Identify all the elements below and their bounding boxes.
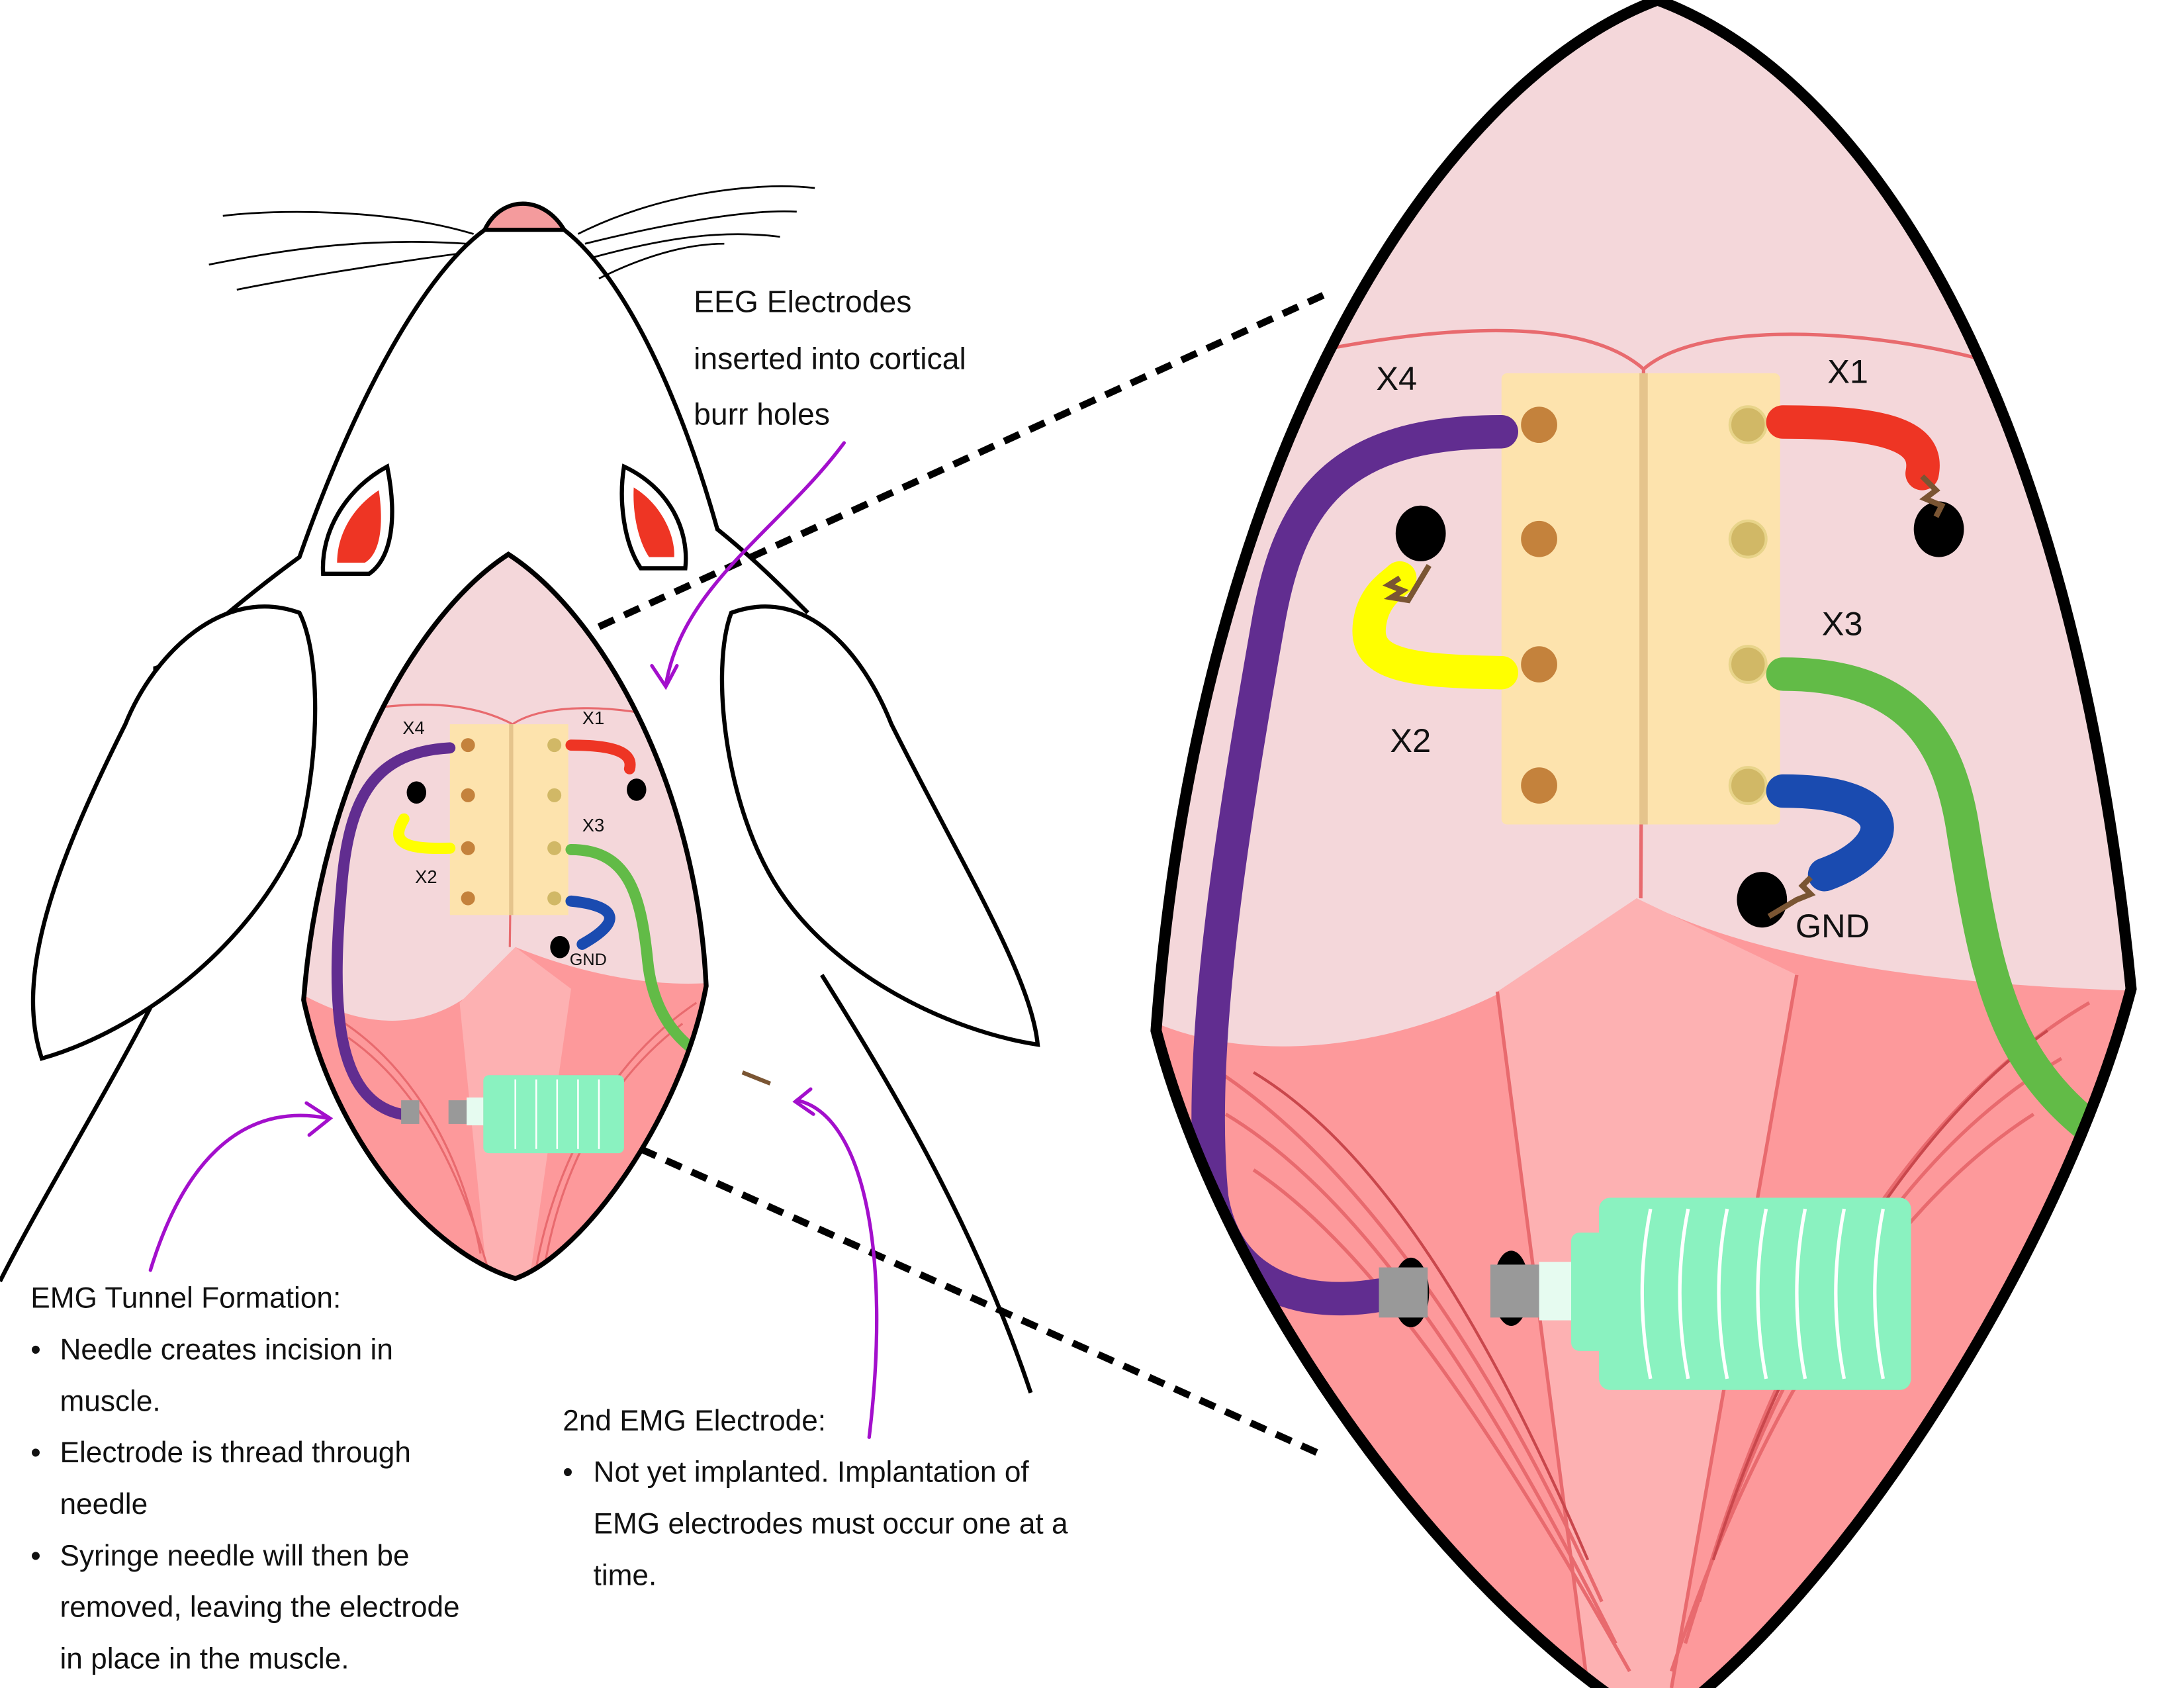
x2-wire [1352, 561, 1519, 690]
bullet-text: EMG electrodes must occur one at a [594, 1507, 1068, 1540]
eeg-arrow [664, 441, 846, 687]
gnd-wire [1766, 774, 1894, 892]
small-skull-view [303, 554, 707, 1279]
x2-wire-small [393, 813, 456, 854]
small-label-x1: X1 [582, 708, 604, 728]
mouse-ears [30, 604, 1040, 1061]
x3-electrode-tip [741, 1070, 772, 1086]
label-x2: X2 [1390, 722, 1431, 759]
bullet-text: Needle creates incision in [60, 1333, 392, 1366]
whiskers [208, 185, 815, 291]
second-emg-arrow [795, 1098, 879, 1439]
small-label-gnd: GND [570, 951, 607, 969]
eeg-annotation-line: EEG Electrodes [694, 284, 911, 318]
second-emg-title: 2nd EMG Electrode: [563, 1405, 826, 1437]
x4-electrode-tip [1379, 1267, 1428, 1318]
x3-wire [1766, 657, 2132, 1201]
emg-tunnel-annotation: EMG Tunnel Formation: • Needle creates i… [30, 1282, 459, 1675]
label-x4: X4 [1376, 359, 1417, 397]
small-label-x2: X2 [415, 867, 437, 887]
eeg-annotation-line: inserted into cortical [694, 342, 966, 376]
zoomed-skull-outline [1150, 0, 2137, 1688]
label-x3: X3 [1822, 604, 1863, 642]
bullet: • [563, 1456, 572, 1489]
second-emg-arrowhead-icon [792, 1087, 815, 1116]
small-label-x4: X4 [402, 718, 424, 738]
x1-wire [1766, 405, 1940, 491]
bullet: • [30, 1540, 40, 1572]
emg-tunnel-arrow [148, 1113, 331, 1272]
zoomed-skull-view [1156, 0, 2132, 1688]
label-x1: X1 [1827, 353, 1868, 391]
label-gnd: GND [1796, 907, 1870, 945]
x1-wire-small [565, 739, 636, 774]
bullet-text: Syringe needle will then be [60, 1540, 409, 1572]
mouse-eyes [320, 463, 688, 576]
bullet-text: in place in the muscle. [60, 1643, 349, 1675]
second-emg-annotation: 2nd EMG Electrode: • Not yet implanted. … [563, 1405, 1068, 1592]
bullet-text: Not yet implanted. Implantation of [594, 1456, 1030, 1489]
annotation-arrows [148, 441, 879, 1439]
small-skull-outline [301, 551, 709, 1282]
bullet-text: time. [594, 1559, 657, 1591]
bullet-text: Electrode is thread through [60, 1436, 410, 1469]
bullet: • [30, 1333, 40, 1366]
zoom-connector-lines [597, 292, 1325, 1459]
bullet-text: needle [60, 1488, 148, 1521]
x4-wire-small [331, 742, 456, 1120]
eeg-annotation: EEG Electrodes inserted into cortical bu… [694, 284, 966, 431]
syringe-needle-base [1490, 1264, 1547, 1318]
eeg-annotation-line: burr holes [694, 397, 830, 432]
gnd-wire-small [565, 895, 615, 950]
small-label-x3: X3 [582, 815, 604, 835]
bullet-text: muscle. [60, 1385, 160, 1417]
bullet-text: removed, leaving the electrode [60, 1591, 459, 1624]
emg-tunnel-title: EMG Tunnel Formation: [30, 1282, 341, 1315]
emg-tunnel-arrowhead-icon [304, 1101, 334, 1137]
eeg-arrowhead-icon [650, 664, 679, 690]
bullet: • [30, 1436, 40, 1469]
